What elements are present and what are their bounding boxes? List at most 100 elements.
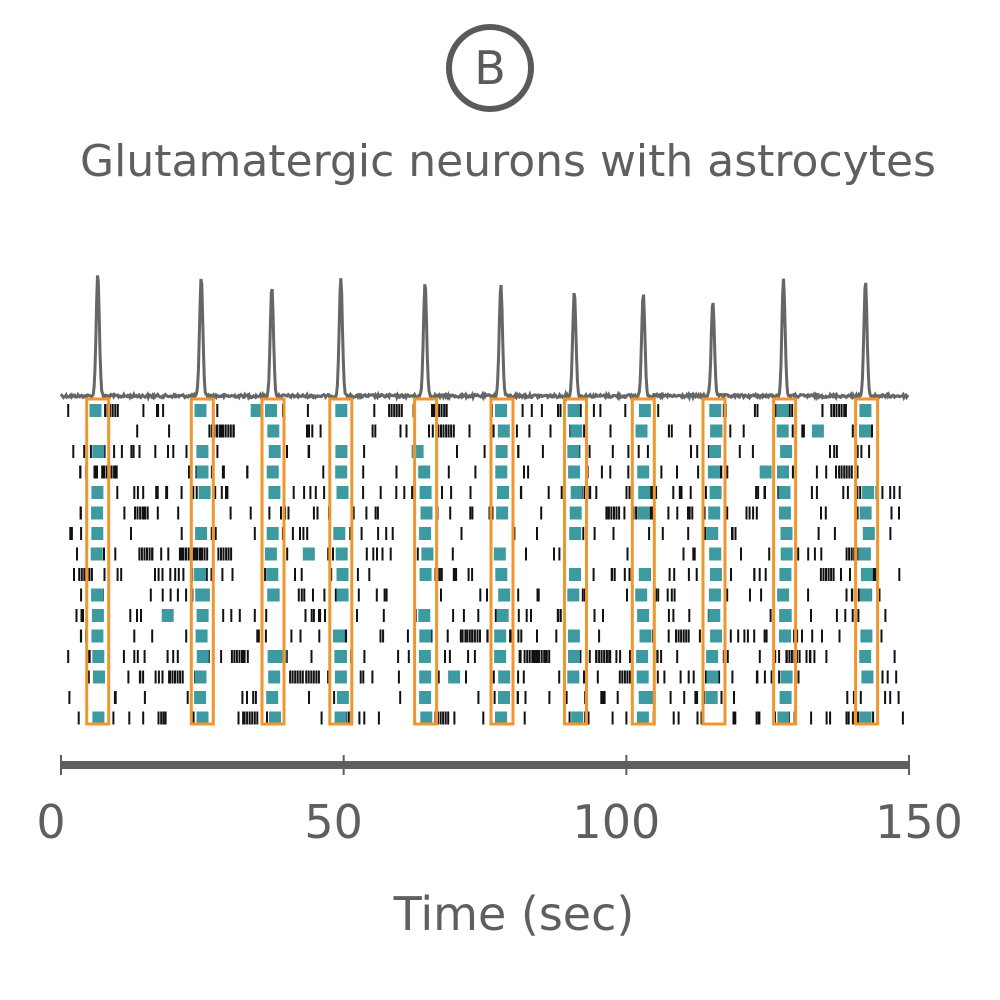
burst-box: [630, 397, 656, 726]
astrocyte-marker: [567, 588, 580, 602]
astrocyte-marker: [91, 609, 104, 622]
astrocyte-marker: [779, 609, 792, 622]
astrocyte-marker: [569, 506, 582, 520]
astrocyte-marker: [419, 568, 432, 581]
astrocyte-marker: [420, 506, 433, 520]
burst-box: [854, 397, 880, 726]
astrocyte-marker: [777, 465, 789, 479]
astrocyte-marker: [638, 568, 651, 581]
astrocyte-marker: [568, 650, 580, 663]
astrocyte-marker: [196, 711, 209, 725]
astrocyte-marker: [811, 424, 824, 438]
astrocyte-marker: [498, 691, 510, 704]
astrocyte-marker: [198, 486, 211, 499]
astrocyte-marker: [264, 547, 277, 561]
burst-box: [260, 397, 286, 726]
astrocyte-marker: [334, 711, 347, 725]
astrocyte-marker: [269, 711, 281, 725]
spike-raster-layer: [67, 404, 904, 725]
astrocyte-marker: [419, 629, 432, 643]
neuron-row: [69, 527, 892, 540]
astrocyte-marker: [494, 629, 507, 643]
astrocyte-marker: [196, 465, 209, 479]
astrocyte-marker: [268, 445, 281, 458]
astrocyte-marker: [709, 445, 721, 458]
astrocyte-marker: [332, 629, 345, 643]
burst-box-layer: [85, 397, 880, 726]
x-tick-label: 100: [572, 795, 660, 849]
neuron-row: [76, 547, 861, 561]
astrocyte-marker: [418, 609, 431, 622]
burst-box: [701, 397, 727, 726]
astrocyte-marker: [569, 568, 581, 581]
astrocyte-marker: [778, 486, 791, 499]
astrocyte-marker: [302, 547, 315, 561]
astrocyte-marker: [861, 670, 874, 684]
astrocyte-marker: [636, 650, 649, 663]
astrocyte-marker: [92, 711, 105, 725]
astrocyte-marker: [493, 547, 506, 561]
astrocyte-marker: [860, 629, 873, 643]
astrocyte-marker: [495, 711, 507, 725]
astrocyte-marker: [638, 404, 651, 417]
astrocyte-marker: [266, 527, 279, 540]
astrocyte-marker: [859, 588, 872, 602]
burst-box: [85, 397, 111, 726]
astrocyte-marker: [265, 404, 277, 417]
astrocyte-marker: [336, 691, 349, 704]
astrocyte-marker: [93, 670, 105, 684]
astrocyte-marker: [859, 404, 872, 417]
astrocyte-marker: [91, 486, 104, 499]
astrocyte-marker: [708, 506, 721, 520]
astrocyte-marker: [710, 424, 723, 438]
astrocyte-marker: [859, 424, 871, 438]
astrocyte-marker: [705, 691, 718, 704]
astrocyte-marker: [780, 527, 793, 540]
astrocyte-marker: [194, 691, 207, 704]
astrocyte-marker: [419, 670, 432, 684]
astrocyte-marker: [89, 404, 102, 417]
astrocyte-marker: [91, 527, 104, 540]
astrocyte-marker: [336, 588, 349, 602]
astrocyte-marker: [779, 629, 791, 643]
astrocyte-marker: [570, 424, 583, 438]
panel-label-badge: B: [446, 24, 534, 112]
astrocyte-marker: [418, 465, 431, 479]
astrocyte-marker: [706, 650, 719, 663]
burst-box: [413, 397, 439, 726]
astrocyte-marker: [637, 506, 650, 520]
astrocyte-marker: [267, 424, 280, 438]
astrocyte-marker: [498, 670, 511, 684]
astrocyte-marker: [496, 609, 509, 622]
astrocyte-marker: [635, 424, 648, 438]
astrocyte-marker: [635, 588, 648, 602]
astrocyte-marker: [639, 629, 652, 643]
astrocyte-marker: [637, 609, 650, 622]
burst-box: [489, 397, 515, 726]
astrocyte-marker: [250, 404, 263, 417]
astrocyte-marker: [196, 609, 209, 622]
astrocyte-marker: [91, 506, 104, 520]
astrocyte-marker: [706, 670, 719, 684]
astrocyte-marker: [709, 568, 722, 581]
burst-box: [189, 397, 215, 726]
astrocyte-marker: [708, 609, 721, 622]
astrocyte-marker: [335, 465, 348, 479]
astrocyte-marker: [567, 670, 580, 684]
astrocyte-marker: [495, 445, 508, 458]
burst-box: [328, 397, 354, 726]
astrocyte-marker: [859, 711, 872, 725]
x-tick-label: 0: [36, 795, 65, 849]
astrocyte-marker: [91, 629, 104, 643]
astrocyte-marker: [709, 404, 722, 417]
astrocyte-marker: [421, 547, 434, 561]
astrocyte-marker: [568, 465, 581, 479]
astrocyte-marker: [497, 424, 510, 438]
astrocyte-marker: [570, 486, 583, 499]
astrocyte-marker: [91, 588, 104, 602]
astrocyte-marker: [706, 527, 719, 540]
astrocyte-marker: [418, 650, 431, 663]
astrocyte-marker: [448, 670, 461, 684]
astrocyte-marker: [419, 691, 432, 704]
astrocyte-marker: [161, 609, 174, 622]
